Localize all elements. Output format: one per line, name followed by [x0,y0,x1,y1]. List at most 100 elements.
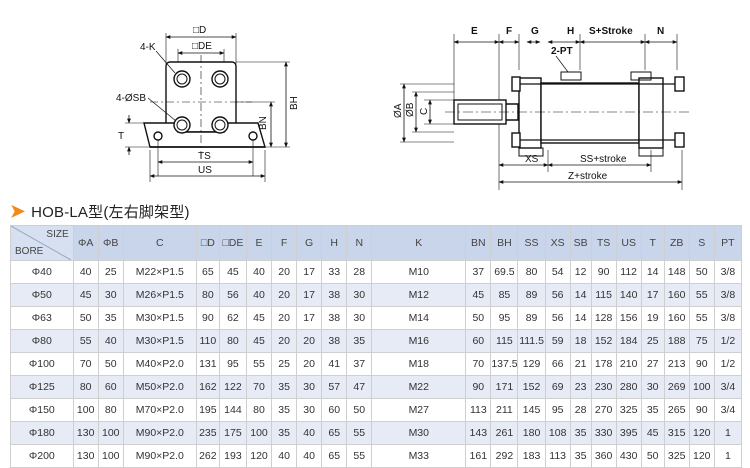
table-cell: 30 [346,306,373,330]
table-cell: 1 [713,421,743,445]
table-cell: 45 [640,421,665,445]
column-header: BH [490,225,519,261]
table-cell: 33 [321,260,348,284]
table-cell: M22 [371,375,467,399]
table-cell: 20 [296,352,323,376]
table-cell: 137.5 [490,352,519,376]
dim-f-label: F [506,26,512,37]
arrow-icon: ➤ [10,201,26,221]
table-cell: 3/4 [713,375,743,399]
dim-d-label: □D [193,25,206,36]
table-cell: 38 [321,283,348,307]
table-cell: 35 [569,421,592,445]
table-cell: 45 [218,260,247,284]
table-cell: 40 [271,444,298,468]
table-cell: 100 [72,398,99,422]
table-cell: M16 [371,329,467,353]
bore-cell: Φ125 [10,375,74,399]
table-cell: 171 [490,375,519,399]
table-cell: 1/2 [713,329,743,353]
table-cell: 100 [245,421,273,445]
table-cell: 211 [490,398,519,422]
table-cell: 35 [271,398,298,422]
table-cell: 14 [640,260,665,284]
table-cell: 120 [688,421,715,445]
table-cell: 120 [245,444,273,468]
table-cell: M33 [371,444,467,468]
table-cell: 40 [296,421,323,445]
table-cell: 17 [296,306,323,330]
table-cell: 14 [569,283,592,307]
table-cell: M30 [371,421,467,445]
table-cell: 70 [72,352,99,376]
table-cell: 20 [271,306,298,330]
table-cell: 230 [590,375,617,399]
table-cell: 28 [346,260,373,284]
table-cell: M22×P1.5 [122,260,197,284]
table-cell: 3/8 [713,260,743,284]
table-cell: 60 [321,398,348,422]
table-cell: 65 [321,421,348,445]
dim-t-label: T [118,131,124,142]
table-cell: 111.5 [517,329,546,353]
table-cell: 59 [544,329,571,353]
table-cell: 261 [490,421,519,445]
table-cell: 90 [465,375,492,399]
table-cell: 112 [615,260,642,284]
table-cell: 17 [640,283,665,307]
table-cell: 80 [245,398,273,422]
table-cell: 69.5 [490,260,519,284]
column-header: SB [569,225,592,261]
table-cell: 27 [640,352,665,376]
table-cell: 20 [271,329,298,353]
table-cell: 45 [245,306,273,330]
column-header: K [371,225,467,261]
table-cell: 90 [688,352,715,376]
dim-h-label: H [567,26,574,37]
dim-e-label: E [471,26,478,37]
column-header: F [271,225,298,261]
table-cell: 35 [97,306,124,330]
dim-z-stroke-label: Z+stroke [568,171,608,182]
column-header: US [615,225,642,261]
column-header: T [640,225,665,261]
table-cell: 130 [72,421,99,445]
table-cell: 160 [663,306,690,330]
table-cell: 20 [296,329,323,353]
dim-g-label: G [531,26,539,37]
table-cell: 56 [544,283,571,307]
table-cell: 50 [97,352,124,376]
table-cell: 90 [195,306,220,330]
table-cell: 35 [346,329,373,353]
table-cell: 180 [517,421,546,445]
column-header: G [296,225,323,261]
table-cell: 130 [72,444,99,468]
table-cell: 65 [321,444,348,468]
dim-pt-label: 2-PT [551,46,573,57]
section-title: ➤ HOB-LA型(左右脚架型) [10,200,190,222]
table-cell: 25 [640,329,665,353]
table-cell: 35 [640,398,665,422]
table-cell: 115 [590,283,617,307]
table-cell: 80 [72,375,99,399]
table-cell: 45 [245,329,273,353]
section-title-text: HOB-LA型(左右脚架型) [31,203,190,221]
bore-cell: Φ180 [10,421,74,445]
table-cell: M50×P2.0 [122,375,197,399]
table-cell: 85 [490,283,519,307]
table-cell: 14 [569,306,592,330]
table-cell: M27 [371,398,467,422]
table-cell: 50 [688,260,715,284]
table-cell: 56 [544,306,571,330]
table-cell: 50 [346,398,373,422]
bore-cell: Φ80 [10,329,74,353]
table-cell: 140 [615,283,642,307]
table-cell: 330 [590,421,617,445]
dim-bn-label: BN [258,116,269,130]
dim-sb-label: 4-ØSB [116,93,146,104]
table-cell: 315 [663,421,690,445]
table-cell: 17 [296,260,323,284]
